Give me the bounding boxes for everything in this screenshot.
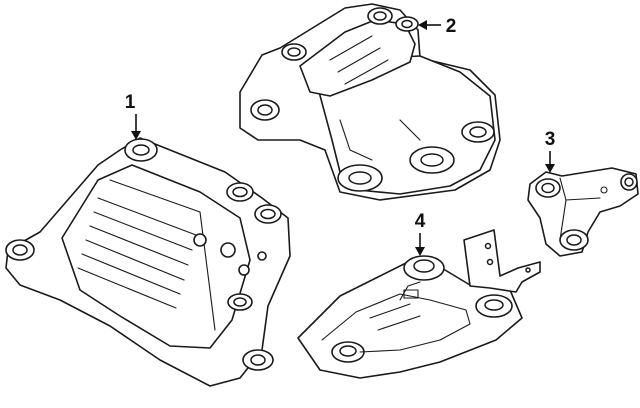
part-1-transmission-mount <box>5 137 291 387</box>
callout-arrowhead-1 <box>131 131 141 140</box>
callout-4: 4 <box>415 211 426 256</box>
callout-label-1: 1 <box>125 92 136 113</box>
callout-label-2: 2 <box>446 16 457 37</box>
callout-arrowhead-4 <box>415 247 425 256</box>
callout-label-4: 4 <box>415 211 426 232</box>
callout-2: 2 <box>418 16 456 37</box>
part-3-bracket <box>527 167 639 257</box>
callout-arrowhead-2 <box>418 20 427 30</box>
callout-1: 1 <box>125 92 141 140</box>
callout-3: 3 <box>545 129 556 173</box>
part-2-engine-mount <box>239 3 501 201</box>
callout-arrowhead-3 <box>545 164 555 173</box>
part-4-lower-bracket <box>297 229 541 379</box>
callout-label-3: 3 <box>545 129 556 150</box>
